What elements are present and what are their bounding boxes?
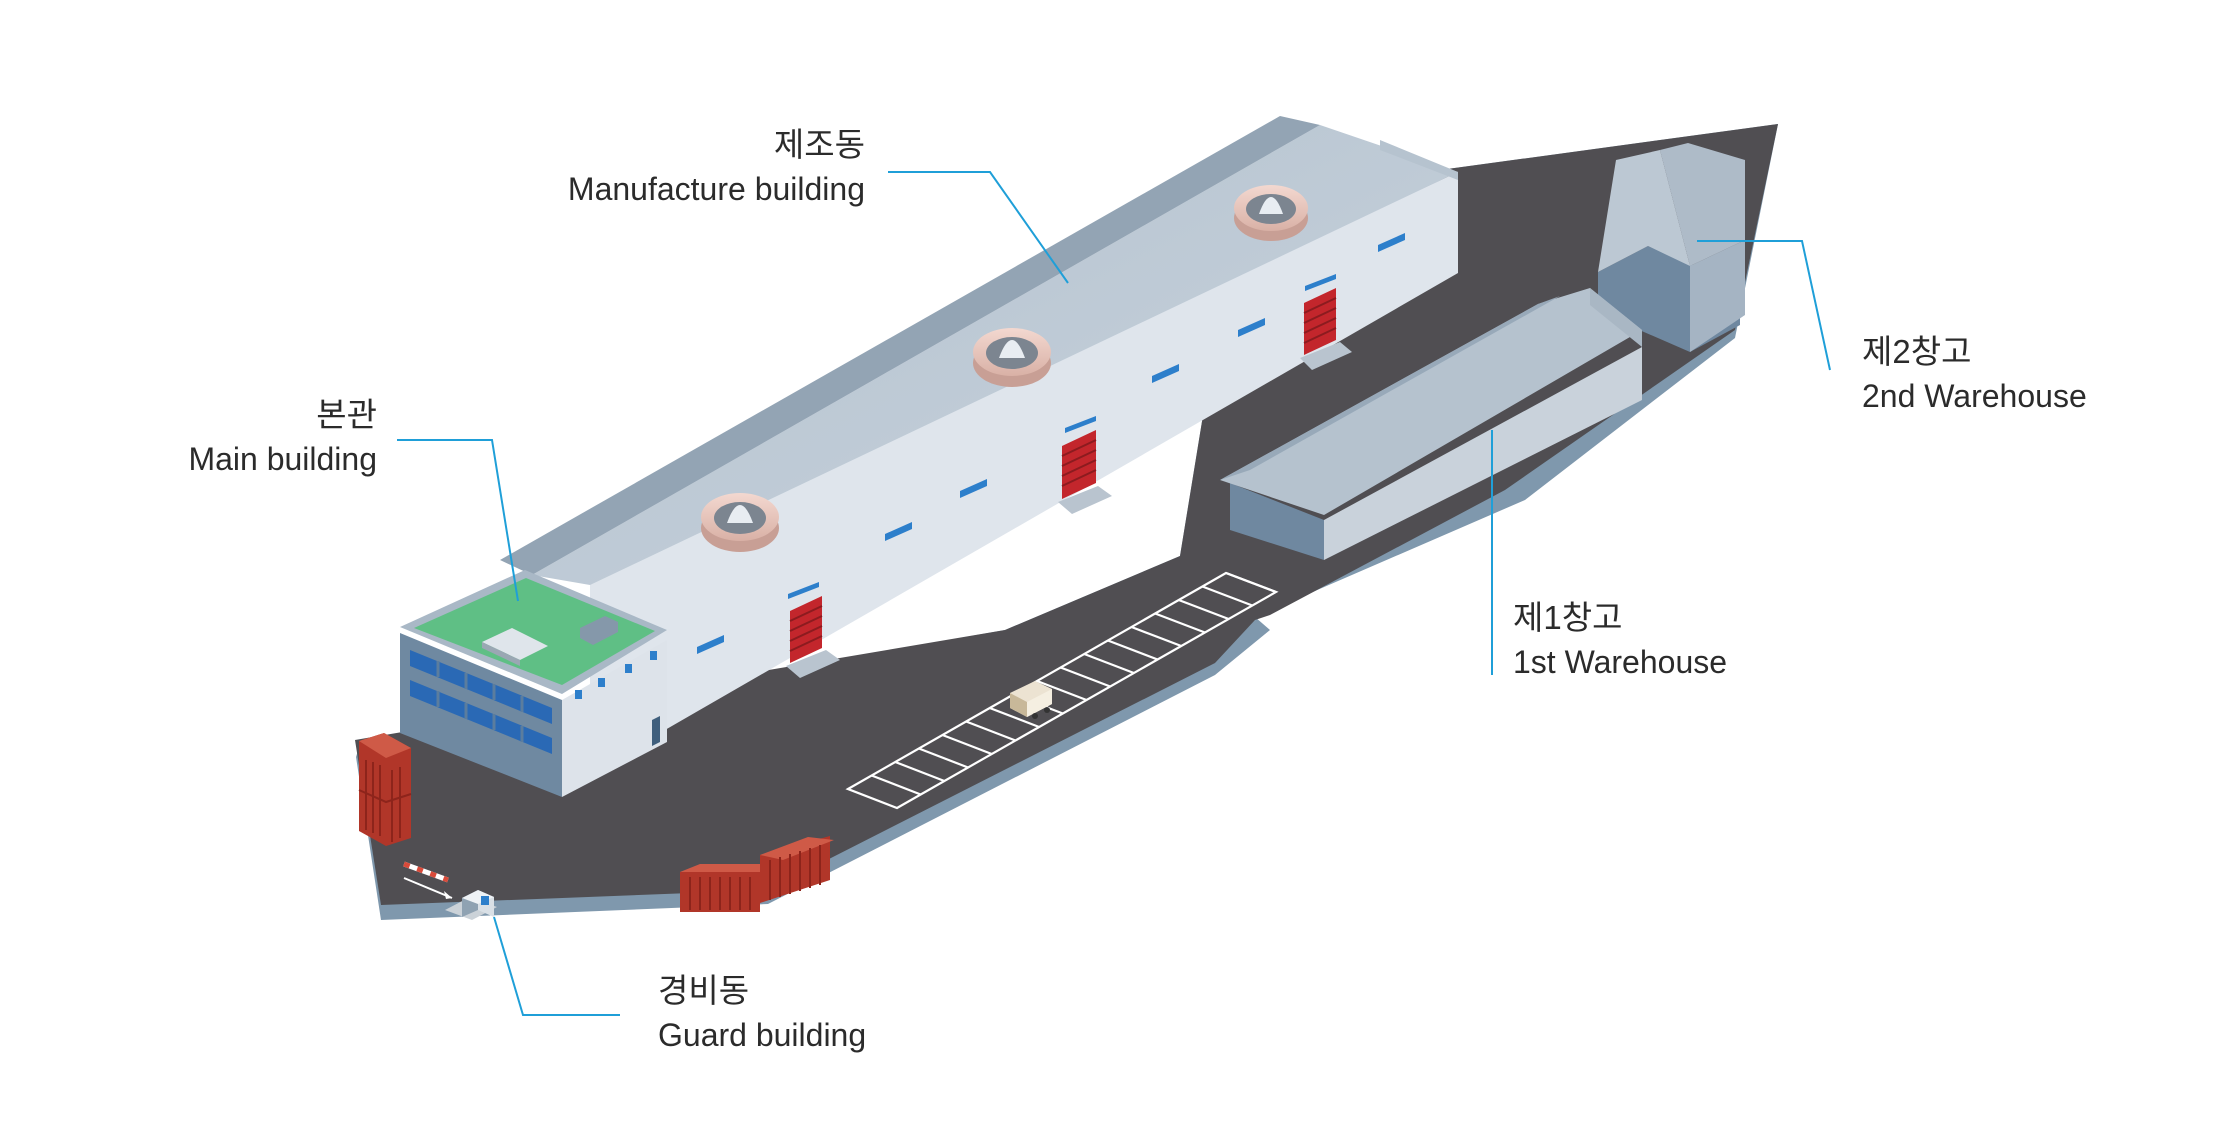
loading-shutter [1300,288,1352,370]
label-warehouse2-ko: 제2창고 [1862,333,1972,370]
parking-stall-line [1083,652,1135,675]
parking-stall-line [918,747,969,769]
parking-stall-line [965,720,1016,742]
label-manufacture-building: 제조동 Manufacture building [568,123,865,211]
site-ground [355,124,1778,920]
label-guard-ko: 경비동 [658,972,750,1009]
roof-fan [1234,185,1308,241]
loading-shutter [1058,430,1112,514]
parking-stall-line [1154,612,1206,634]
leader-line-warehouse2 [1697,240,1831,371]
guard-building [445,890,497,920]
leader-line-manufacture [888,171,1069,284]
label-second-warehouse: 제2창고 2nd Warehouse [1862,330,2087,418]
truck [1010,681,1052,719]
label-warehouse1-ko: 제1창고 [1513,599,1623,636]
parking-stall-line [1131,625,1182,648]
leader-line-guard [493,916,620,1016]
label-first-warehouse: 제1창고 1st Warehouse [1513,596,1727,684]
label-manufacture-en: Manufacture building [567,170,865,207]
roof-fan [701,493,779,552]
roof-fan [973,328,1051,387]
parking-stall-line [942,733,993,756]
label-warehouse2-en: 2nd Warehouse [1862,377,2087,414]
entrance-barrier [403,861,453,899]
parking-stall-line [894,760,945,783]
parking-stall-line [1060,666,1111,688]
parking-lot [845,571,1279,810]
label-main-building: 본관 Main building [188,393,377,481]
label-guard-building: 경비동 Guard building [658,969,866,1057]
leader-lines [397,171,1831,1016]
label-warehouse1-en: 1st Warehouse [1513,643,1728,680]
parking-stall-line [1201,585,1253,607]
container-stack-left [358,733,412,846]
parking-stall-line [871,774,922,796]
parking-stall-line [989,706,1040,729]
parking-stall-line [1036,679,1087,702]
parking-stall-line [1107,639,1158,661]
loading-shutter [786,596,840,678]
leader-line-main [397,439,519,602]
label-guard-en: Guard building [658,1016,867,1053]
label-manufacture-ko: 제조동 [773,126,865,163]
main-building [400,570,667,797]
parking-stall-line [1178,598,1230,621]
manufacture-building [500,116,1458,742]
container-stack-right [680,836,834,912]
label-main-ko: 본관 [316,396,377,433]
first-warehouse [1220,288,1642,560]
label-main-en: Main building [188,440,377,477]
